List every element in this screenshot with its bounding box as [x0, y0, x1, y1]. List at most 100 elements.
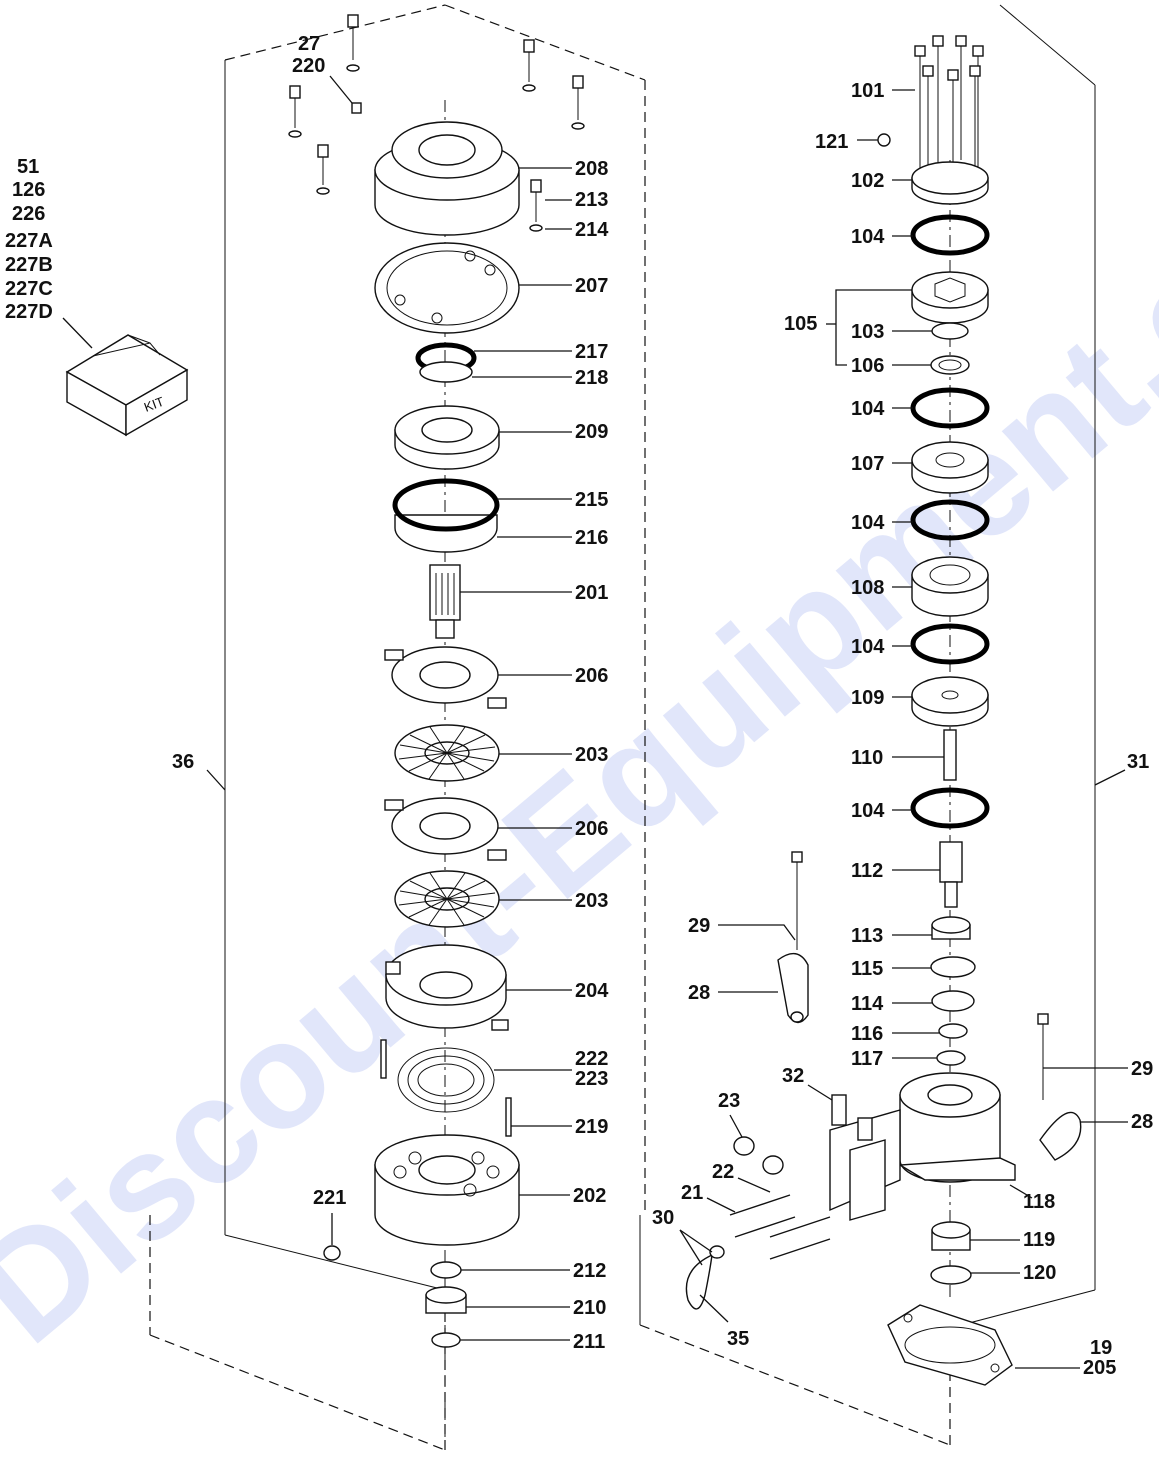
- label-203-a: 203: [575, 744, 608, 766]
- label-203-b: 203: [575, 890, 608, 912]
- seal-120: [930, 1265, 972, 1285]
- bracket-28b: [1037, 1013, 1082, 1161]
- label-112: 112: [851, 860, 883, 882]
- kit-label-226: 226: [12, 203, 45, 225]
- ring-215-216: [392, 478, 500, 553]
- bolt-set-top: [288, 14, 585, 232]
- label-109: 109: [851, 687, 884, 709]
- top-housing-208: [351, 102, 520, 236]
- label-116: 116: [851, 1023, 883, 1045]
- label-202: 202: [573, 1185, 606, 1207]
- shaft-112: [939, 841, 963, 908]
- label-32: 32: [782, 1065, 804, 1087]
- bearing-113: [931, 916, 971, 940]
- hose-30-35: [685, 1245, 725, 1310]
- label-105: 105: [784, 313, 817, 335]
- shaft-201: [429, 564, 461, 639]
- label-221: 221: [313, 1187, 346, 1209]
- oring-104e: [910, 787, 990, 829]
- callout-labels: 51 126 226 227A 227B 227C 227D 27 220 20…: [5, 33, 1153, 1379]
- label-219: 219: [575, 1116, 608, 1138]
- plugs-23: [733, 1136, 784, 1175]
- label-29-b: 29: [1131, 1058, 1153, 1080]
- label-28-a: 28: [688, 982, 710, 1004]
- label-102: 102: [851, 170, 884, 192]
- disc-203a: [394, 724, 500, 782]
- label-104-b: 104: [851, 398, 885, 420]
- springs-222-223: [380, 1039, 512, 1137]
- label-101: 101: [851, 80, 884, 102]
- label-121: 121: [815, 131, 848, 153]
- valve-108: [911, 556, 989, 617]
- label-23: 23: [718, 1090, 740, 1112]
- label-216: 216: [575, 527, 608, 549]
- valve-block: [829, 1094, 901, 1221]
- label-210: 210: [573, 1297, 606, 1319]
- label-22: 22: [712, 1161, 734, 1183]
- label-217: 217: [575, 341, 608, 363]
- bearing-119: [931, 1221, 971, 1251]
- fitting-121: [877, 133, 891, 147]
- label-213: 213: [575, 189, 608, 211]
- washer-114: [931, 990, 975, 1012]
- label-114: 114: [851, 993, 884, 1015]
- kit-label-227c: 227C: [5, 278, 53, 300]
- plate-109: [911, 676, 989, 727]
- label-120: 120: [1023, 1262, 1056, 1284]
- label-119: 119: [1023, 1229, 1055, 1251]
- washer-115: [930, 956, 976, 978]
- kit-box-text: KIT: [142, 394, 166, 415]
- label-106: 106: [851, 355, 884, 377]
- seal-217-218: [415, 342, 477, 383]
- label-27: 27: [298, 33, 320, 55]
- ring-116: [938, 1023, 968, 1039]
- valve-plate-107: [911, 441, 989, 494]
- disc-209: [394, 405, 500, 470]
- gasket-207: [374, 242, 520, 334]
- label-115: 115: [851, 958, 883, 980]
- label-208: 208: [575, 158, 608, 180]
- ring-103: [931, 322, 969, 340]
- label-108: 108: [851, 577, 884, 599]
- label-206-a: 206: [575, 665, 608, 687]
- gerotor-105: [911, 271, 989, 324]
- housing-118: [897, 1072, 1016, 1183]
- oring-104c: [910, 499, 990, 541]
- endcap-102: [911, 161, 989, 205]
- label-21: 21: [681, 1182, 703, 1204]
- label-222: 222: [575, 1048, 608, 1070]
- label-212: 212: [573, 1260, 606, 1282]
- bracket-28a: [777, 851, 809, 1024]
- kit-label-126: 126: [12, 179, 45, 201]
- flange-19-205: [887, 1304, 1013, 1386]
- right-assembly: [685, 35, 1082, 1386]
- plug-221: [323, 1245, 341, 1261]
- label-207: 207: [575, 275, 608, 297]
- kit-box: KIT: [62, 317, 189, 437]
- label-103: 103: [851, 321, 884, 343]
- plate-206a: [384, 646, 507, 709]
- label-35: 35: [727, 1328, 749, 1350]
- label-214: 214: [575, 219, 609, 241]
- label-220: 220: [292, 55, 325, 77]
- bolt-set-101: [914, 35, 984, 180]
- kit-label-51: 51: [17, 156, 39, 178]
- label-218: 218: [575, 367, 608, 389]
- label-104-c: 104: [851, 512, 885, 534]
- oring-104a: [910, 214, 990, 256]
- disc-203b: [394, 870, 500, 928]
- label-29-a: 29: [688, 915, 710, 937]
- kit-label-227b: 227B: [5, 254, 53, 276]
- label-104-a: 104: [851, 226, 885, 248]
- label-104-e: 104: [851, 800, 885, 822]
- label-107: 107: [851, 453, 884, 475]
- kit-label-227a: 227A: [5, 230, 53, 252]
- label-113: 113: [851, 925, 883, 947]
- assembly-frame: [149, 4, 1096, 1451]
- label-211: 211: [573, 1331, 605, 1353]
- label-215: 215: [575, 489, 608, 511]
- label-223: 223: [575, 1068, 608, 1090]
- bearing-stack: [425, 1261, 467, 1348]
- bearing-106: [930, 355, 970, 375]
